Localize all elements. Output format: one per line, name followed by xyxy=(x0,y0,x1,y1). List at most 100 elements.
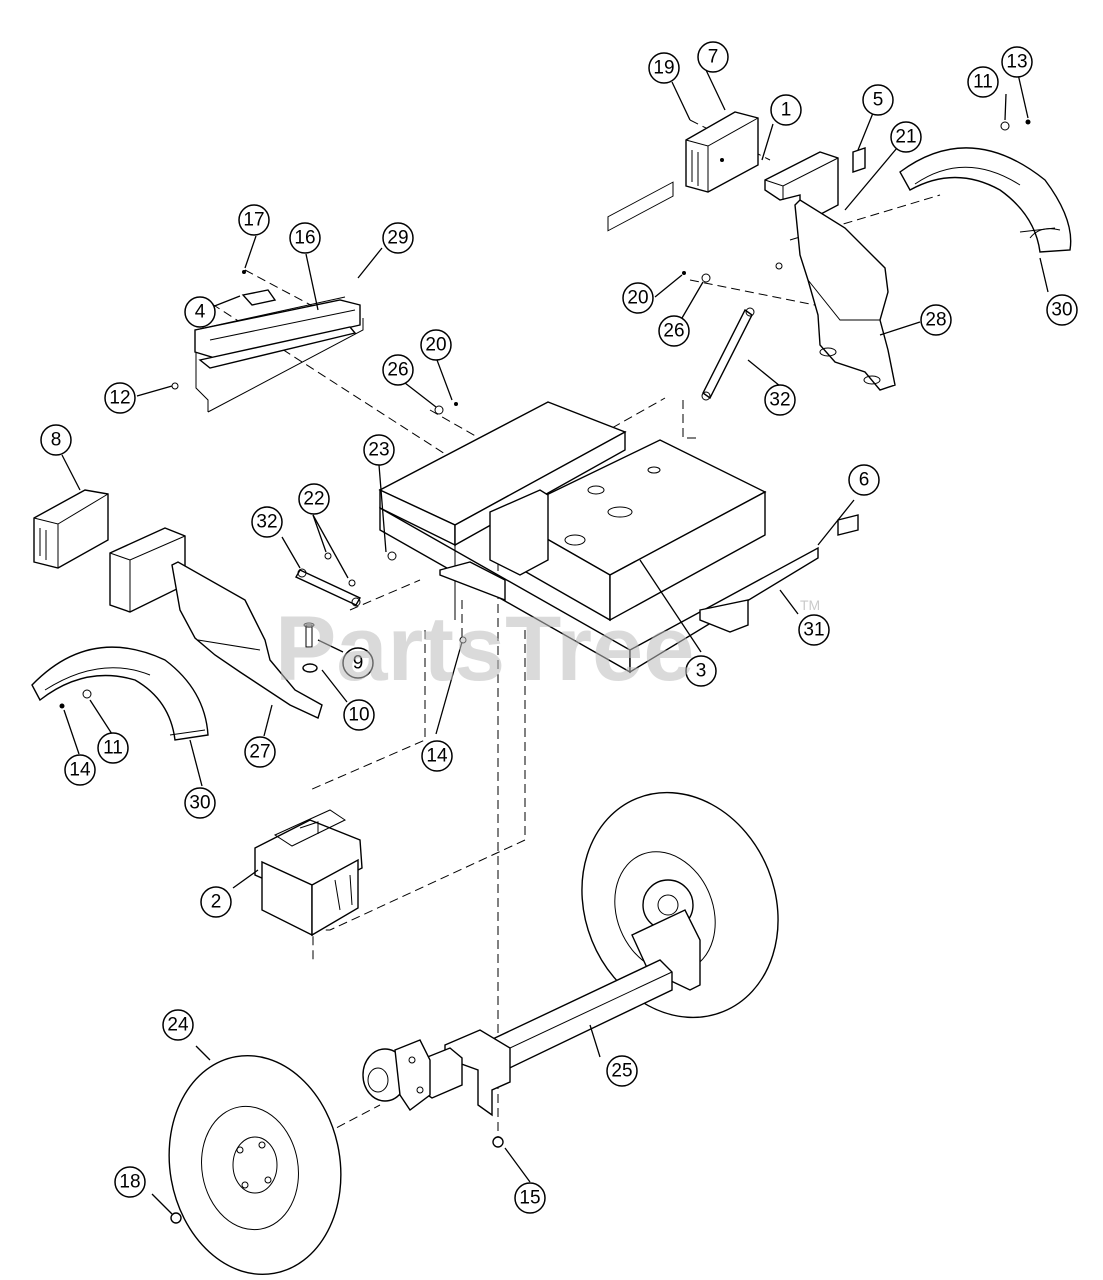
svg-text:16: 16 xyxy=(294,228,315,249)
callout-23: 23 xyxy=(363,434,395,466)
svg-text:11: 11 xyxy=(103,738,123,759)
svg-text:1: 1 xyxy=(781,100,792,121)
svg-text:3: 3 xyxy=(696,661,707,682)
hub-assembly xyxy=(362,1039,431,1112)
svg-text:19: 19 xyxy=(653,58,674,79)
svg-text:30: 30 xyxy=(189,793,210,814)
svg-text:32: 32 xyxy=(256,512,277,533)
svg-text:PartsTree: PartsTree xyxy=(275,598,694,700)
svg-text:2: 2 xyxy=(211,892,222,913)
nut-15 xyxy=(492,1136,504,1148)
fender-bracket-right xyxy=(794,199,896,391)
svg-text:28: 28 xyxy=(925,310,946,331)
callout-31: 31 xyxy=(798,614,830,646)
svg-text:TM: TM xyxy=(800,597,820,613)
callout-14-left: 14 xyxy=(64,754,96,786)
washer-10 xyxy=(302,663,318,673)
svg-text:25: 25 xyxy=(611,1061,632,1082)
svg-text:29: 29 xyxy=(387,228,408,249)
callout-27: 27 xyxy=(244,736,276,768)
wheel-right xyxy=(581,791,779,1019)
leader-lines xyxy=(61,69,1049,1215)
battery-box-2 xyxy=(254,809,363,937)
svg-text:23: 23 xyxy=(368,440,389,461)
fender-bracket-left xyxy=(171,561,323,719)
callout-28: 28 xyxy=(920,304,952,336)
svg-text:20: 20 xyxy=(627,288,648,309)
svg-text:15: 15 xyxy=(519,1188,540,1209)
callout-2: 2 xyxy=(200,886,232,918)
callout-5: 5 xyxy=(862,84,894,116)
callout-3: 3 xyxy=(685,655,717,687)
callout-30-right: 30 xyxy=(1046,294,1078,326)
callout-15: 15 xyxy=(514,1182,546,1214)
callout-30-left: 30 xyxy=(184,787,216,819)
svg-text:7: 7 xyxy=(708,47,719,68)
callout-29: 29 xyxy=(382,222,414,254)
callout-21: 21 xyxy=(890,121,922,153)
svg-text:27: 27 xyxy=(249,742,270,763)
svg-text:12: 12 xyxy=(109,388,130,409)
svg-text:20: 20 xyxy=(425,335,446,356)
svg-text:13: 13 xyxy=(1006,52,1027,73)
callout-11-right: 11 xyxy=(967,66,999,98)
tail-light-right xyxy=(685,111,759,193)
callout-16: 16 xyxy=(289,222,321,254)
strap-32-left xyxy=(295,568,361,607)
fender-left xyxy=(31,646,209,741)
svg-text:31: 31 xyxy=(803,620,824,641)
svg-text:9: 9 xyxy=(353,653,364,674)
callout-24: 24 xyxy=(162,1009,194,1041)
svg-text:26: 26 xyxy=(387,360,408,381)
callout-9: 9 xyxy=(342,647,374,679)
svg-text:8: 8 xyxy=(51,430,62,451)
callout-8: 8 xyxy=(40,424,72,456)
svg-text:14: 14 xyxy=(426,746,448,767)
callout-32-left: 32 xyxy=(251,506,283,538)
nut-26-right xyxy=(701,273,711,283)
partstree-watermark: PartsTree TM xyxy=(275,597,820,700)
callout-20-center: 20 xyxy=(420,329,452,361)
clip-4 xyxy=(241,289,277,306)
svg-text:32: 32 xyxy=(769,390,790,411)
callout-4: 4 xyxy=(184,296,216,328)
callout-13: 13 xyxy=(1001,46,1033,78)
svg-text:18: 18 xyxy=(119,1172,140,1193)
callout-26-center: 26 xyxy=(382,354,414,386)
callout-25: 25 xyxy=(606,1055,638,1087)
screw-20-right xyxy=(682,271,686,275)
callout-1: 1 xyxy=(770,94,802,126)
callout-11-left: 11 xyxy=(97,732,129,764)
callout-17: 17 xyxy=(238,204,270,236)
strap-32-right xyxy=(701,307,755,401)
callout-14-center: 14 xyxy=(421,740,453,772)
callout-32-right: 32 xyxy=(764,384,796,416)
svg-text:11: 11 xyxy=(973,72,993,93)
fender-right xyxy=(899,147,1072,253)
lug-nut-18 xyxy=(170,1212,182,1224)
svg-text:26: 26 xyxy=(663,321,684,342)
svg-text:10: 10 xyxy=(348,705,369,726)
callout-19: 19 xyxy=(648,52,680,84)
svg-text:24: 24 xyxy=(167,1015,189,1036)
wheel-left xyxy=(168,1054,342,1276)
callout-18: 18 xyxy=(114,1166,146,1198)
svg-text:6: 6 xyxy=(859,470,870,491)
svg-text:4: 4 xyxy=(195,302,206,323)
callout-7: 7 xyxy=(697,41,729,73)
decal-6 xyxy=(837,514,859,536)
axle-25 xyxy=(419,959,673,1117)
svg-text:30: 30 xyxy=(1051,300,1072,321)
svg-text:21: 21 xyxy=(895,127,916,148)
svg-text:14: 14 xyxy=(69,760,91,781)
engine-cover-3 xyxy=(489,181,767,622)
callout-26-right: 26 xyxy=(658,315,690,347)
callout-12: 12 xyxy=(104,382,136,414)
decal-5 xyxy=(852,147,866,173)
callout-20-right: 20 xyxy=(622,282,654,314)
callout-6: 6 xyxy=(848,464,880,496)
svg-text:17: 17 xyxy=(243,210,264,231)
callout-22: 22 xyxy=(298,483,330,515)
